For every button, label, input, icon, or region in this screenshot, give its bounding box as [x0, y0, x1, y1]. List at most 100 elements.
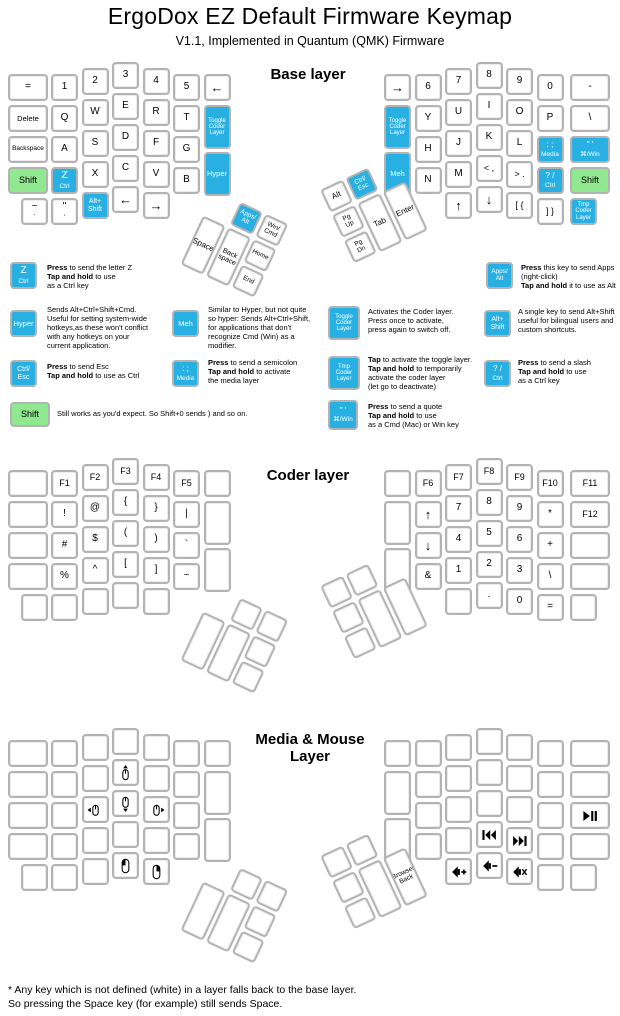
- key-o: O: [506, 99, 533, 126]
- mute-icon: [511, 864, 528, 880]
- key-x: X: [81, 161, 109, 188]
- key-0: 0: [506, 588, 533, 615]
- key-symbol: : ;Media: [536, 136, 564, 163]
- key-r: R: [142, 99, 170, 126]
- play-pause-icon: [582, 808, 599, 824]
- volume-up-icon: [450, 864, 467, 880]
- key-symbol: =: [8, 74, 48, 101]
- key-apps-alt: Apps/ Alt: [486, 262, 513, 289]
- key-5: 5: [173, 74, 200, 101]
- key-blank: [81, 765, 109, 792]
- key-f5: F5: [173, 470, 200, 497]
- footnote: * Any key which is not defined (white) i…: [8, 984, 357, 1010]
- key-blank: [570, 771, 610, 798]
- key-symbol: ^: [81, 557, 109, 584]
- key-blank: [203, 818, 231, 862]
- key-w: W: [81, 99, 109, 126]
- key-4: 4: [445, 526, 472, 553]
- key-blank: [570, 532, 610, 559]
- key-blank: [203, 740, 231, 767]
- key-j: J: [445, 130, 472, 157]
- key-symbol: (: [112, 520, 139, 547]
- key-0: 0: [536, 74, 564, 101]
- key-blank: [475, 759, 503, 786]
- key-blank: [142, 765, 170, 792]
- key-symbol: -: [570, 74, 610, 101]
- key-l: L: [506, 130, 533, 157]
- key-f6: F6: [414, 470, 442, 497]
- legend-text: Still works as you'd expect. So Shift+0 …: [57, 409, 248, 418]
- key-5: 5: [475, 520, 503, 547]
- key-3: 3: [112, 62, 139, 89]
- prev-track-icon: [481, 827, 498, 843]
- key-c: C: [112, 155, 139, 182]
- mouse-left-icon: [87, 802, 104, 818]
- key-u: U: [445, 99, 472, 126]
- key-blank: [536, 833, 564, 860]
- page-title: ErgoDox EZ Default Firmware Keymap: [107, 3, 513, 29]
- key-blank: [203, 771, 231, 815]
- key-8: 8: [475, 489, 503, 516]
- key-blank: [112, 821, 139, 848]
- key-hyper: Hyper: [203, 152, 231, 196]
- key-e: E: [112, 93, 139, 120]
- key-blank: [475, 790, 503, 817]
- key-2: 2: [81, 68, 109, 95]
- key-blank: [384, 501, 411, 545]
- mouse-right-click-icon: [148, 864, 165, 880]
- key-f3: F3: [112, 458, 139, 485]
- key-blank: [536, 740, 564, 767]
- legend-text: Tap to activate the toggle layer.Tap and…: [368, 355, 473, 391]
- mouse-up-icon: [117, 764, 134, 781]
- mouse-right-icon: [142, 796, 170, 823]
- key-symbol: [: [112, 551, 139, 578]
- key-symbol: \: [570, 105, 610, 132]
- key-symbol: $: [81, 526, 109, 553]
- key-blank: [414, 833, 442, 860]
- key-3: 3: [506, 557, 533, 584]
- key-symbol: [ {: [506, 192, 533, 219]
- key-f2: F2: [81, 464, 109, 491]
- key-symbol: ~: [173, 563, 200, 590]
- legend-text: Sends Alt+Ctrl+Shift+Cmd.Useful for sett…: [47, 305, 149, 350]
- key-blank: [51, 833, 78, 860]
- next-track-icon: [506, 827, 533, 854]
- key-shift: Shift: [8, 167, 48, 194]
- mouse-down-icon: [117, 796, 134, 812]
- key-g: G: [173, 136, 200, 163]
- key-7: 7: [445, 495, 472, 522]
- key-6: 6: [506, 526, 533, 553]
- key-blank: [8, 563, 48, 590]
- key-symbol: `: [173, 532, 200, 559]
- key-symbol: ? /Ctrl: [536, 167, 564, 194]
- key-blank: [506, 734, 533, 761]
- key-blank: [384, 470, 411, 497]
- key-f: F: [142, 130, 170, 157]
- key-alt-shift: Alt+ Shift: [81, 192, 109, 219]
- key-m: M: [445, 161, 472, 188]
- key-alt-shift: Alt+ Shift: [484, 310, 511, 337]
- mouse-left-icon: [81, 796, 109, 823]
- mouse-left-click-icon: [112, 852, 139, 879]
- key-f7: F7: [445, 464, 472, 491]
- key-arrow-up: ↑: [445, 192, 472, 219]
- key-blank: [112, 582, 139, 609]
- key-symbol: .: [475, 582, 503, 609]
- key-blank: [21, 594, 48, 621]
- key-arrow-left: ←: [112, 186, 139, 213]
- key-blank: [203, 501, 231, 545]
- key-symbol: : ;Media: [172, 360, 199, 387]
- base-layer-heading: Base layer: [270, 66, 346, 83]
- key-arrow-down: ↓: [414, 532, 442, 559]
- key-f9: F9: [506, 464, 533, 491]
- mouse-down-icon: [112, 790, 139, 817]
